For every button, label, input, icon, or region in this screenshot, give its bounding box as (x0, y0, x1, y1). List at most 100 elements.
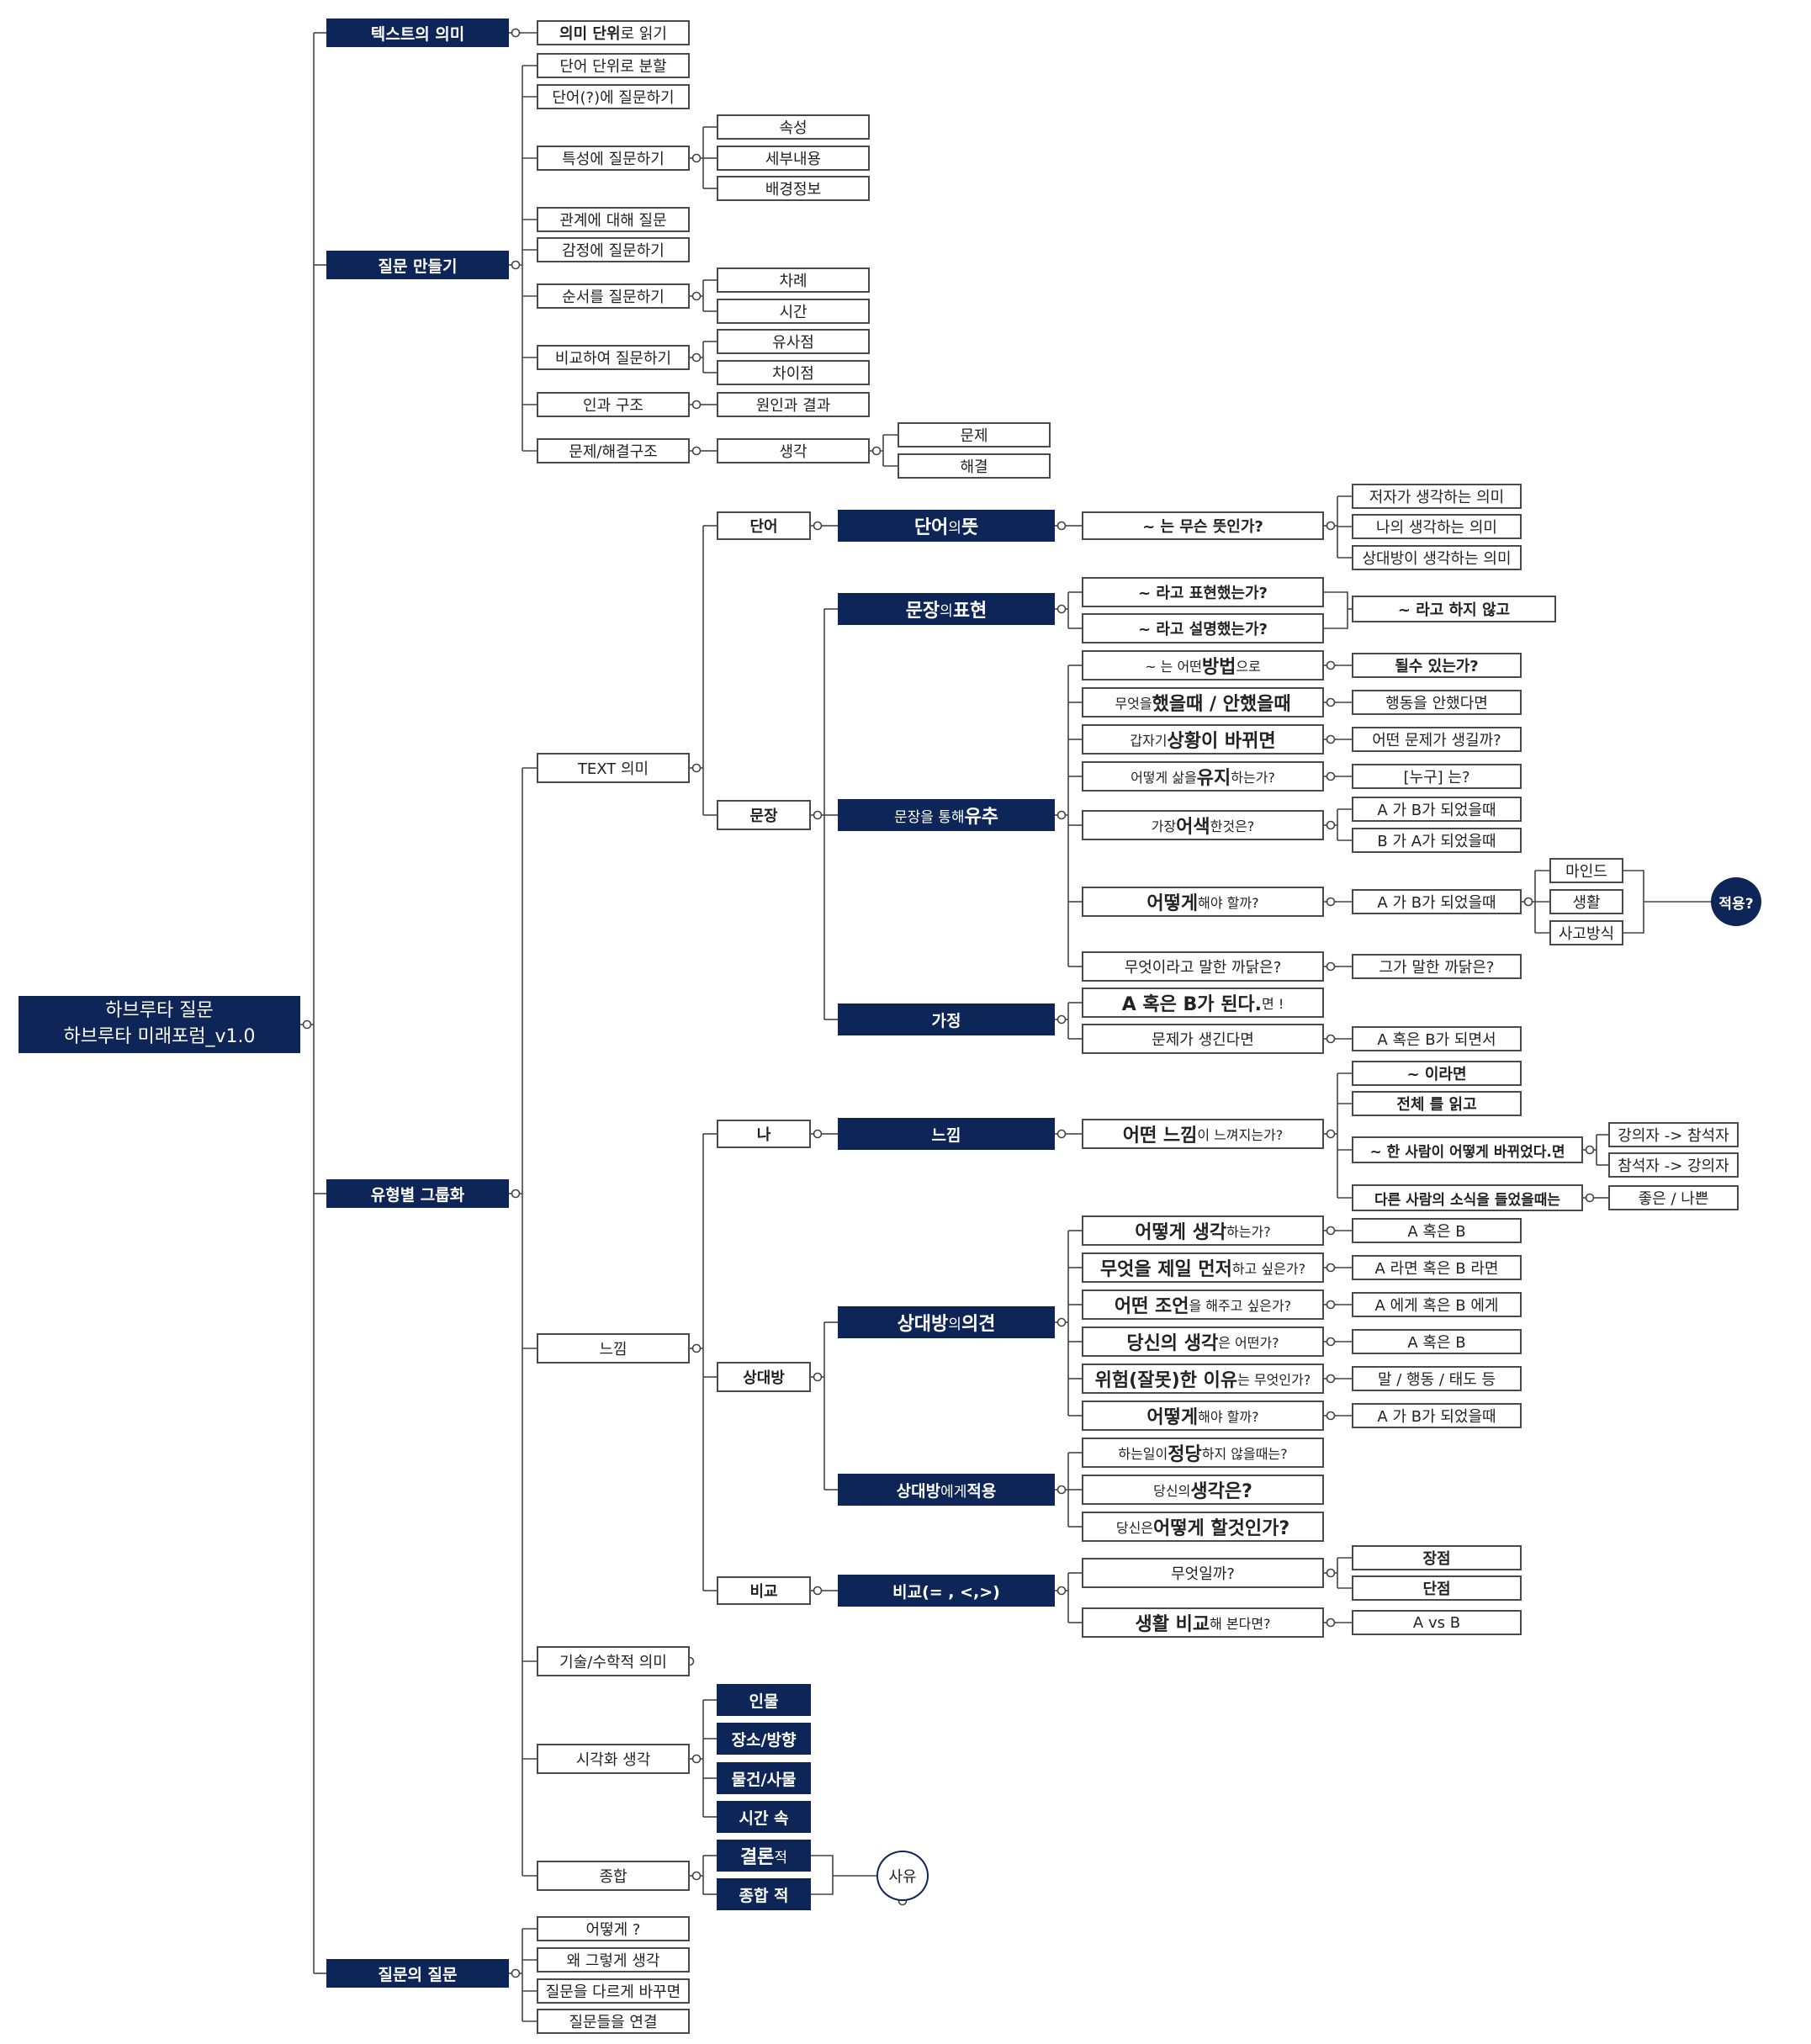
other-person[interactable]: 상대방 (717, 1362, 811, 1392)
question-the-word[interactable]: 단어(?)에 질문하기 (537, 84, 690, 109)
author-meaning[interactable]: 저자가 생각하는 의미 (1352, 484, 1522, 509)
why-expressed[interactable]: ~ 라고 표현했는가? (1082, 577, 1324, 607)
while-a-or-b[interactable]: A 혹은 B가 되면서 (1352, 1026, 1522, 1051)
what-does-it-mean[interactable]: ~ 는 무슨 뜻인가? (1082, 511, 1324, 540)
trait-background[interactable]: 배경정보 (717, 176, 870, 201)
trait-attribute[interactable]: 속성 (717, 114, 870, 140)
comprehensive[interactable]: 종합 적 (717, 1878, 811, 1910)
feeling-group[interactable]: 느낌 (537, 1333, 690, 1364)
a-or-b[interactable]: A 혹은 B (1352, 1218, 1522, 1243)
reflection-circle[interactable]: 사유 (876, 1851, 929, 1901)
how-should[interactable]: 어떻게 해야 할까? (1082, 887, 1324, 917)
can-it-be[interactable]: 될수 있는가? (1352, 653, 1522, 678)
sentence[interactable]: 문장 (717, 800, 811, 830)
a-vs-b[interactable]: A vs B (1352, 1610, 1522, 1635)
in-time[interactable]: 시간 속 (717, 1801, 811, 1833)
question-by-compare[interactable]: 비교하여 질문하기 (537, 345, 690, 370)
thought-solution[interactable]: 해결 (898, 453, 1051, 479)
a-or-b-2[interactable]: A 혹은 B (1352, 1329, 1522, 1354)
disadvantage[interactable]: 단점 (1352, 1575, 1522, 1601)
attendee-to-lecturer[interactable]: 참석자 -> 강의자 (1608, 1152, 1739, 1178)
what-problem[interactable]: 어떤 문제가 생길까? (1352, 727, 1522, 752)
if-a-or-b[interactable]: A 혹은 B가 된다.면 ! (1082, 988, 1324, 1018)
infer-from-sentence[interactable]: 문장을 통해 유추 (838, 799, 1055, 831)
compare-difference[interactable]: 차이점 (717, 360, 870, 385)
question-traits[interactable]: 특성에 질문하기 (537, 146, 690, 171)
why-he-said[interactable]: 그가 말한 까닭은? (1352, 954, 1522, 979)
who-is[interactable]: [누구] 는? (1352, 764, 1522, 789)
object-thing[interactable]: 물건/사물 (717, 1762, 811, 1794)
mindset[interactable]: 마인드 (1549, 858, 1623, 883)
word-meaning[interactable]: 단어 의 뜻 (838, 510, 1055, 542)
a-becomes-b[interactable]: A 가 B가 되었을때 (1352, 797, 1522, 822)
sudden-change[interactable]: 갑자기 상황이 바뀌면 (1082, 724, 1324, 755)
branch-question-of-question[interactable]: 질문의 질문 (326, 1959, 509, 1988)
lecturer-to-attendee[interactable]: 강의자 -> 참석자 (1608, 1122, 1739, 1147)
a-becomes-b-3[interactable]: A 가 B가 되었을때 (1352, 1403, 1522, 1428)
branch-text-meaning[interactable]: 텍스트의 의미 (326, 19, 509, 47)
if-problem-occurs[interactable]: 문제가 생긴다면 (1082, 1024, 1324, 1054)
question-order[interactable]: 순서를 질문하기 (537, 283, 690, 309)
how[interactable]: 어떻게 ? (537, 1916, 690, 1941)
if-so[interactable]: ~ 이라면 (1352, 1061, 1522, 1086)
why-say-that[interactable]: 무엇이라고 말한 까닭은? (1082, 951, 1324, 982)
b-becomes-a[interactable]: B 가 A가 되었을때 (1352, 828, 1522, 853)
feeling[interactable]: 느낌 (838, 1118, 1055, 1150)
if-no-action[interactable]: 행동을 안했다면 (1352, 690, 1522, 715)
my-meaning[interactable]: 나의 생각하는 의미 (1352, 514, 1522, 539)
to-a-or-b[interactable]: A 에게 혹은 B 에게 (1352, 1292, 1522, 1317)
root-node[interactable]: 하브루타 질문 하브루타 미래포럼_v1.0 (19, 996, 300, 1053)
way-of-thinking[interactable]: 사고방식 (1549, 920, 1623, 945)
good-or-bad[interactable]: 좋은 / 나쁜 (1608, 1185, 1739, 1210)
branch-make-questions[interactable]: 질문 만들기 (326, 251, 509, 279)
technical-math-meaning[interactable]: 기술/수학적 의미 (537, 1646, 690, 1676)
trait-details[interactable]: 세부내용 (717, 146, 870, 171)
other-meaning[interactable]: 상대방이 생각하는 의미 (1352, 545, 1522, 570)
hypothesis[interactable]: 가정 (838, 1003, 1055, 1035)
why-think-so[interactable]: 왜 그렇게 생각 (537, 1947, 690, 1973)
person[interactable]: 인물 (717, 1684, 811, 1716)
your-thoughts[interactable]: 당신의 생각은? (1082, 1475, 1324, 1505)
most-awkward[interactable]: 가장 어색 한것은? (1082, 810, 1324, 840)
problem-solution-structure[interactable]: 문제/해결구조 (537, 438, 690, 463)
word[interactable]: 단어 (717, 511, 811, 540)
why-explained[interactable]: ~ 라고 설명했는가? (1082, 613, 1324, 643)
advantage[interactable]: 장점 (1352, 1545, 1522, 1570)
comparison-main[interactable]: 비교(= , <,>) (838, 1575, 1055, 1607)
order-time[interactable]: 시간 (717, 299, 870, 324)
text-meaning[interactable]: TEXT 의미 (537, 753, 690, 783)
order-sequence[interactable]: 차례 (717, 267, 870, 293)
synthesis[interactable]: 종합 (537, 1861, 690, 1891)
branch-group-by-type[interactable]: 유형별 그룹화 (326, 1179, 509, 1208)
place-direction[interactable]: 장소/방향 (717, 1723, 811, 1755)
apply-circle[interactable]: 적용? (1711, 877, 1761, 926)
me[interactable]: 나 (717, 1120, 811, 1148)
conclusive[interactable]: 결론 적 (717, 1840, 811, 1872)
how-should-2[interactable]: 어떻게 해야 할까? (1082, 1401, 1324, 1431)
what-will-you-do[interactable]: 당신은 어떻게 할것인가? (1082, 1512, 1324, 1542)
did-or-did-not[interactable]: 무엇을 했을때 / 안했을때 (1082, 687, 1324, 718)
cause-and-effect[interactable]: 원인과 결과 (717, 392, 870, 417)
connect-questions[interactable]: 질문들을 연결 (537, 2009, 690, 2034)
causal-structure[interactable]: 인과 구조 (537, 392, 690, 417)
what-is-it[interactable]: 무엇일까? (1082, 1558, 1324, 1588)
visualize-thinking[interactable]: 시각화 생각 (537, 1744, 690, 1774)
split-by-word[interactable]: 단어 단위로 분할 (537, 53, 690, 78)
question-relations[interactable]: 관계에 대해 질문 (537, 207, 690, 232)
if-person-changed[interactable]: ~ 한 사람이 어떻게 바뀌었다.면 (1352, 1136, 1583, 1163)
hearing-others-news[interactable]: 다른 사람의 소식을 들었을때는 (1352, 1184, 1583, 1211)
instead-of-saying[interactable]: ~ 라고 하지 않고 (1352, 596, 1556, 622)
